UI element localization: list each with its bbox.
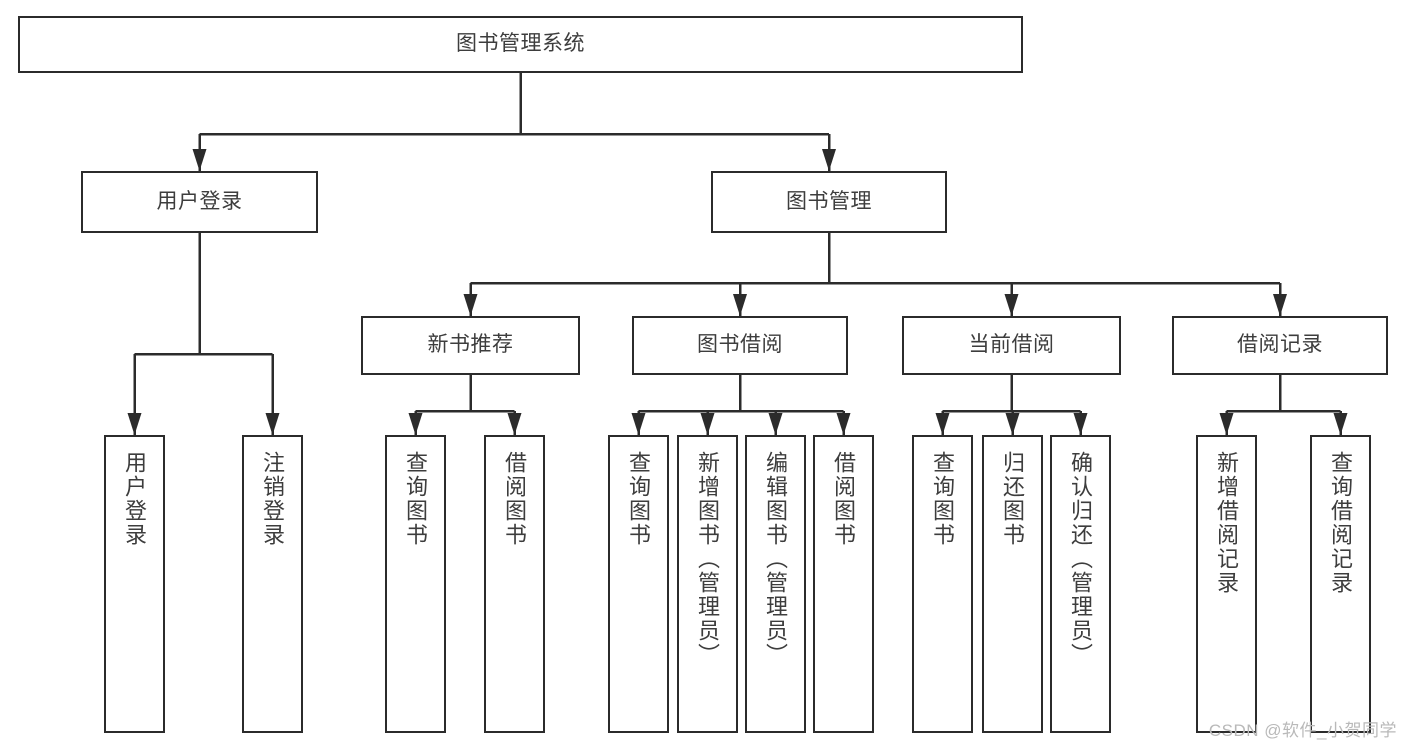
node-label: 借阅图书 xyxy=(831,451,857,547)
node-label: 确认归还（管理员） xyxy=(1068,451,1094,667)
node-book-mgmt[interactable]: 图书管理 xyxy=(711,171,947,233)
watermark-label: CSDN @软件_小贺同学 xyxy=(1208,721,1397,740)
node-leaf-user-logout[interactable]: 注销登录 xyxy=(242,435,303,733)
node-leaf-bb-edit[interactable]: 编辑图书（管理员） xyxy=(745,435,806,733)
node-leaf-log-add[interactable]: 新增借阅记录 xyxy=(1196,435,1257,733)
node-label: 借阅记录 xyxy=(1237,333,1323,357)
node-leaf-bb-add[interactable]: 新增图书（管理员） xyxy=(677,435,738,733)
node-book-borrow[interactable]: 图书借阅 xyxy=(632,316,848,375)
node-label: 图书管理 xyxy=(786,189,872,213)
node-label: 查询图书 xyxy=(626,451,652,547)
node-label: 图书借阅 xyxy=(697,333,783,357)
node-leaf-cb-query[interactable]: 查询图书 xyxy=(912,435,973,733)
node-label: 编辑图书（管理员） xyxy=(763,451,789,667)
node-leaf-cb-confirm[interactable]: 确认归还（管理员） xyxy=(1050,435,1111,733)
node-leaf-bb-query[interactable]: 查询图书 xyxy=(608,435,669,733)
node-label: 借阅图书 xyxy=(502,451,528,547)
node-label: 查询图书 xyxy=(930,451,956,547)
node-label: 归还图书 xyxy=(1000,451,1026,547)
node-label: 注销登录 xyxy=(260,451,286,547)
node-new-book-rec[interactable]: 新书推荐 xyxy=(361,316,580,375)
node-leaf-log-query[interactable]: 查询借阅记录 xyxy=(1310,435,1371,733)
node-label: 用户登录 xyxy=(156,189,243,213)
node-user-login[interactable]: 用户登录 xyxy=(81,171,318,233)
node-label: 新增图书（管理员） xyxy=(695,451,721,667)
node-leaf-bb-borrow[interactable]: 借阅图书 xyxy=(813,435,874,733)
node-borrow-log[interactable]: 借阅记录 xyxy=(1172,316,1388,375)
node-label: 查询图书 xyxy=(403,451,429,547)
node-label: 新书推荐 xyxy=(427,333,514,357)
node-root[interactable]: 图书管理系统 xyxy=(18,16,1023,73)
node-leaf-rec-borrow[interactable]: 借阅图书 xyxy=(484,435,545,733)
node-leaf-cb-return[interactable]: 归还图书 xyxy=(982,435,1043,733)
node-label: 用户登录 xyxy=(122,451,148,547)
node-label: 查询借阅记录 xyxy=(1328,451,1354,595)
node-label: 图书管理系统 xyxy=(456,32,585,56)
node-label: 当前借阅 xyxy=(968,333,1055,357)
node-leaf-user-login[interactable]: 用户登录 xyxy=(104,435,165,733)
node-leaf-rec-query[interactable]: 查询图书 xyxy=(385,435,446,733)
node-label: 新增借阅记录 xyxy=(1214,451,1240,595)
node-current-borrow[interactable]: 当前借阅 xyxy=(902,316,1121,375)
